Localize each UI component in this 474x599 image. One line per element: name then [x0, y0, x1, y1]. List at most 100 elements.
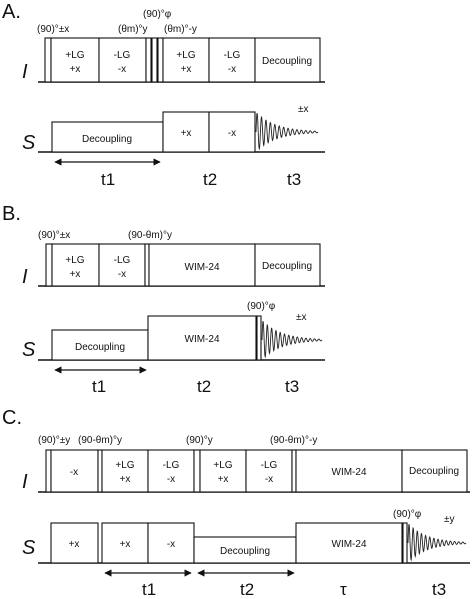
panel-b: B. I (90)°±x (90-θm)°y +LG +x -LG -x WIM…: [2, 203, 325, 396]
panel-c-block-lg-minus-1: [147, 449, 195, 493]
panel-c-block-s-plus-x-1: [50, 522, 99, 564]
panel-c-pulse-90-pm-y: [45, 449, 52, 493]
panel-c-tau: τ: [340, 580, 347, 599]
panel-a-text-pm-x: ±x: [298, 104, 309, 115]
panel-c-text-minus-x-1: -x: [167, 474, 175, 485]
panel-b-pulse-90-phi: [256, 315, 262, 361]
panel-b-text-pm-x: ±x: [296, 312, 307, 323]
panel-a-label: A.: [2, 1, 21, 23]
panel-a-block-lg-plus-2: [162, 37, 210, 83]
panel-a-text-lg-plus-2: +LG: [176, 50, 195, 61]
panel-c-block-lg-plus-1: [101, 449, 149, 493]
panel-c-block-s-minus-x: [147, 522, 195, 564]
panel-b-text-wim-i: WIM-24: [185, 262, 220, 273]
panel-b-text-lg-plus: +LG: [65, 255, 84, 266]
panel-a-label-90-phi: (90)°φ: [143, 9, 172, 20]
panel-b-pulse-90-theta: [144, 243, 150, 287]
panel-a-text-s-plus-x: +x: [181, 128, 192, 139]
panel-c-label-90-theta-2: (90-θm)°-y: [270, 435, 317, 446]
panel-b-fid: [261, 321, 323, 359]
panel-b-t2: t2: [197, 377, 211, 396]
panel-c-text-decoupling-i: Decoupling: [409, 466, 459, 477]
panel-a-text-minus-x-1: -x: [118, 64, 126, 75]
panel-a-pulse-90-phi: [151, 37, 158, 83]
panel-c-label: C.: [2, 407, 22, 429]
panel-c-text-minus-x-2: -x: [265, 474, 273, 485]
panel-c-block-lg-plus-2: [199, 449, 247, 493]
panel-c-text-s-minus-x: -x: [167, 539, 175, 550]
panel-a-fid: [255, 112, 319, 151]
panel-c-text-wim-s: WIM-24: [332, 539, 367, 550]
panel-c-block-s-plus-x-2: [101, 522, 149, 564]
panel-c-block-lg-minus-2: [245, 449, 293, 493]
panel-c-t1: t1: [142, 580, 156, 599]
panel-c-pulse-90-theta-2: [291, 449, 297, 493]
panel-b-text-minus-x: -x: [118, 269, 126, 280]
panel-c-t3: t3: [432, 580, 446, 599]
panel-c-block-decoupling-i: [401, 449, 468, 493]
panel-b-block-decoupling-s: [51, 329, 149, 361]
panel-b-channel-s: S: [22, 339, 36, 361]
panel-c-pulse-90-phi: [402, 522, 408, 564]
panel-b-t3: t3: [285, 377, 299, 396]
panel-c-text-i-minus-x: -x: [70, 467, 78, 478]
panel-a-label-theta-m-y: (θm)°y: [118, 24, 148, 35]
panel-a-block-decoupling-s: [51, 121, 164, 153]
panel-c-label-90-pm-y: (90)°±y: [38, 435, 70, 446]
panel-c-text-s-plus-x-2: +x: [120, 539, 131, 550]
panel-b-t1: t1: [92, 377, 106, 396]
panel-b-label-90-phi: (90)°φ: [247, 301, 276, 312]
panel-a-channel-s: S: [22, 132, 36, 154]
panel-a-text-minus-x-2: -x: [228, 64, 236, 75]
panel-b-pulse-90: [45, 243, 53, 287]
panel-b-text-decoupling-i: Decoupling: [262, 261, 312, 272]
panel-a-t1: t1: [101, 170, 115, 189]
panel-b-block-lg-minus: [98, 243, 146, 287]
panel-b-block-decoupling-i: [254, 243, 321, 287]
panel-c-text-lg-minus-1: -LG: [163, 460, 180, 471]
panel-a-text-lg-plus-1: +LG: [65, 50, 84, 61]
panel-b-block-wim-s: [147, 315, 257, 361]
panel-c-block-wim-s: [295, 522, 403, 564]
panel-b-text-wim-s: WIM-24: [185, 334, 220, 345]
panel-c-text-lg-plus-1: +LG: [115, 460, 134, 471]
panel-c-text-decoupling-s: Decoupling: [220, 546, 270, 557]
panel-b-block-wim-i: [148, 243, 256, 287]
panel-a-block-lg-minus-1: [98, 37, 147, 83]
panel-a-text-plus-x-1: +x: [70, 64, 81, 75]
panel-a: A. I (90)°±x (θm)°y (90)°φ (θm)°-y +LG +…: [2, 1, 325, 189]
panel-c-text-lg-minus-2: -LG: [261, 460, 278, 471]
panel-a-label-theta-m-minus-y: (θm)°-y: [164, 24, 197, 35]
panel-a-pulse-theta-m-minus-y: [157, 37, 164, 83]
panel-b-label-90: (90)°±x: [38, 230, 70, 241]
panel-b-label-90-theta: (90-θm)°y: [128, 230, 172, 241]
panel-c-text-plus-x-1: +x: [120, 474, 131, 485]
panel-c-text-pm-y: ±y: [444, 514, 455, 525]
panel-c: C. I (90)°±y (90-θm)°y (90)°y (90-θm)°-y…: [2, 407, 470, 599]
panel-a-block-s-plus-x: [162, 111, 210, 153]
panel-b-text-lg-minus: -LG: [114, 255, 131, 266]
panel-c-text-lg-plus-2: +LG: [213, 460, 232, 471]
panel-b-label: B.: [2, 203, 21, 225]
panel-b-text-plus-x: +x: [70, 269, 81, 280]
panel-c-text-wim-i: WIM-24: [332, 467, 367, 478]
panel-c-text-s-plus-x-1: +x: [69, 539, 80, 550]
panel-c-label-90-phi: (90)°φ: [393, 509, 422, 520]
panel-a-text-lg-minus-2: -LG: [224, 50, 241, 61]
panel-a-text-decoupling-i: Decoupling: [262, 56, 312, 67]
panel-a-block-decoupling-i: [254, 37, 321, 83]
panel-b-channel-i: I: [22, 266, 28, 288]
panel-b-text-decoupling-s: Decoupling: [75, 342, 125, 353]
panel-c-t2: t2: [240, 580, 254, 599]
panel-a-text-s-minus-x: -x: [228, 128, 236, 139]
panel-c-label-90-theta-1: (90-θm)°y: [78, 435, 122, 446]
panel-c-channel-i: I: [22, 471, 28, 493]
panel-c-label-90-y: (90)°y: [186, 435, 213, 446]
panel-a-text-lg-minus-1: -LG: [114, 50, 131, 61]
panel-a-text-plus-x-2: +x: [181, 64, 192, 75]
panel-a-block-s-minus-x: [208, 111, 256, 153]
panel-a-pulse-90: [44, 37, 52, 83]
panel-a-t3: t3: [287, 170, 301, 189]
